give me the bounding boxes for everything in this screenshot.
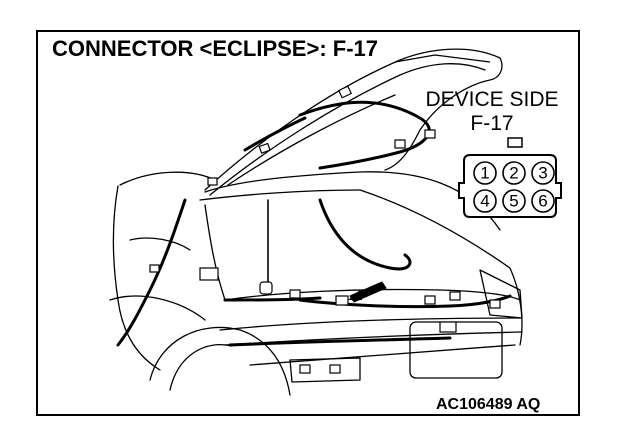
- device-side-label: DEVICE SIDE F-17: [412, 88, 572, 136]
- device-side-connector-id: F-17: [470, 112, 514, 135]
- figure-code: AC106489 AQ: [436, 396, 541, 413]
- device-side-heading: DEVICE SIDE: [425, 88, 559, 111]
- diagram-frame: [36, 30, 580, 416]
- pin-1-label: 1: [480, 164, 489, 183]
- pin-5-label: 5: [509, 192, 518, 211]
- pin-6-label: 6: [538, 192, 547, 211]
- pin-3-label: 3: [538, 164, 547, 183]
- connector-f17-face: 1 2 3 4 5 6: [458, 137, 562, 218]
- diagram-title: CONNECTOR <ECLIPSE>: F-17: [52, 36, 378, 61]
- pin-2-label: 2: [509, 164, 518, 183]
- pin-4-label: 4: [480, 192, 489, 211]
